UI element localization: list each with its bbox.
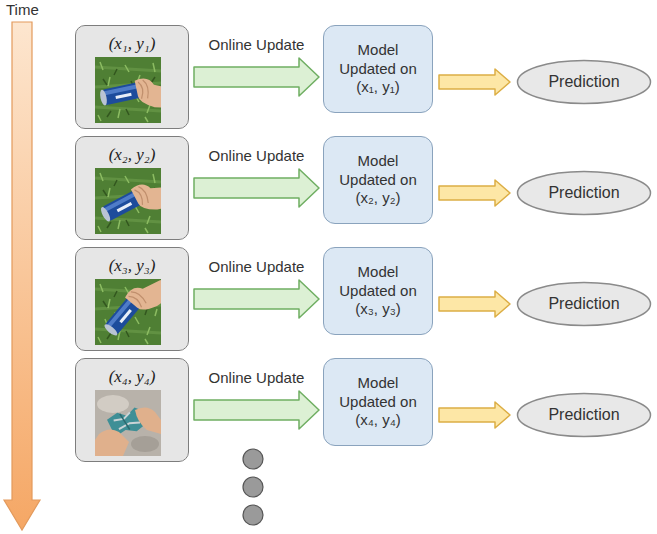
- node-text: Prediction: [548, 295, 619, 313]
- update-arrow: [194, 58, 319, 96]
- prediction-ellipse: Prediction: [516, 392, 652, 438]
- box-fill: [76, 248, 188, 350]
- prediction-ellipse: Prediction: [516, 281, 652, 327]
- node-text: Prediction: [548, 73, 619, 91]
- box-fill: [76, 137, 188, 239]
- model-box: Model Updated on (x₁, y₁): [323, 25, 433, 113]
- predict-arrow: [439, 69, 510, 95]
- edge-label: Online Update: [209, 36, 305, 53]
- sample-box: (x₂, y₂): [75, 136, 189, 240]
- update-arrow: [194, 169, 319, 207]
- sample-box: (x₄, y₄): [75, 358, 189, 462]
- photo-illustration: [95, 279, 161, 345]
- continuation-dot: [243, 449, 263, 469]
- photo-illustration: [95, 57, 161, 123]
- node-text: (x₁, y₁): [76, 34, 188, 54]
- edge-label: Online Update: [209, 258, 305, 275]
- node-text: Model Updated on (x₄, y₄): [336, 374, 420, 430]
- node-text: (x₄, y₄): [76, 367, 188, 387]
- update-arrow: [194, 391, 319, 429]
- predict-arrow: [439, 291, 510, 317]
- edge-label: Online Update: [209, 369, 305, 386]
- node-text: Model Updated on (x₃, y₃): [336, 263, 420, 319]
- sample-box: (x₃, y₃): [75, 247, 189, 351]
- time-arrow: [4, 22, 40, 530]
- node-text: Model Updated on (x₂, y₂): [336, 152, 420, 208]
- node-text: Model Updated on (x₁, y₁): [336, 41, 420, 97]
- update-arrow: [194, 280, 319, 318]
- axis-label: Time: [6, 1, 39, 18]
- predict-arrow: [439, 402, 510, 428]
- model-box: Model Updated on (x₂, y₂): [323, 136, 433, 224]
- continuation-dot: [243, 505, 263, 525]
- box-fill: [76, 359, 188, 461]
- predict-arrow: [439, 180, 510, 206]
- prediction-ellipse: Prediction: [516, 59, 652, 105]
- photo-illustration: [95, 168, 161, 234]
- model-box: Model Updated on (x₄, y₄): [323, 358, 433, 446]
- sample-box: (x₁, y₁): [75, 25, 189, 129]
- box-fill: [76, 26, 188, 128]
- node-text: Prediction: [548, 184, 619, 202]
- node-text: (x₃, y₃): [76, 256, 188, 276]
- model-box: Model Updated on (x₃, y₃): [323, 247, 433, 335]
- node-text: Prediction: [548, 406, 619, 424]
- photo-illustration: [95, 390, 161, 456]
- continuation-dot: [243, 477, 263, 497]
- edge-label: Online Update: [209, 147, 305, 164]
- node-text: (x₂, y₂): [76, 145, 188, 165]
- prediction-ellipse: Prediction: [516, 170, 652, 216]
